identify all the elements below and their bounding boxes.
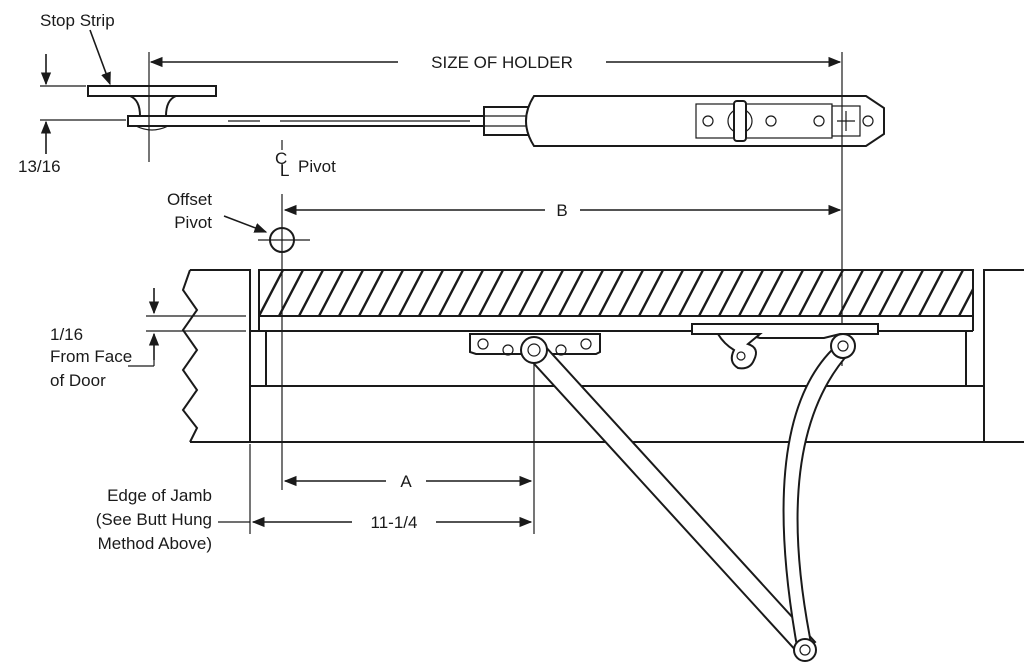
label-a: A	[400, 472, 412, 491]
stop-strip-bracket	[129, 95, 177, 117]
door-hatching	[259, 270, 973, 316]
straight-arm	[525, 342, 817, 656]
label-offset-line1: Offset	[167, 190, 212, 209]
label-of-door: of Door	[50, 371, 106, 390]
curved-arm	[782, 344, 852, 654]
stop-strip-plate	[87, 85, 217, 97]
label-stop-strip: Stop Strip	[40, 11, 115, 30]
holder-channel	[525, 95, 885, 147]
label-offset-line2: Pivot	[174, 213, 212, 232]
labels: Stop Strip SIZE OF HOLDER 13/16 C L Pivo…	[18, 11, 573, 553]
label-b: B	[556, 201, 567, 220]
label-11-1-4: 11-1/4	[371, 513, 418, 532]
label-13-16: 13/16	[18, 157, 61, 176]
door-panel	[258, 269, 974, 317]
door-bracket	[691, 323, 879, 339]
label-from-face: From Face	[50, 347, 132, 366]
label-1-16: 1/16	[50, 325, 83, 344]
pivot-hardware	[469, 323, 879, 662]
top-dimensions	[40, 29, 843, 490]
label-centerline-c: C	[275, 149, 287, 168]
label-edge-of-jamb: Edge of Jamb	[107, 486, 212, 505]
holder-arm	[87, 85, 885, 147]
label-see-butt-hung: (See Butt Hung	[96, 510, 212, 529]
label-method-above: Method Above)	[98, 534, 212, 553]
label-size-of-holder: SIZE OF HOLDER	[431, 53, 573, 72]
label-pivot: Pivot	[298, 157, 336, 176]
door-jamb-section	[181, 269, 1024, 443]
label-centerline-l: L	[280, 161, 289, 180]
lower-dimensions	[128, 288, 535, 534]
